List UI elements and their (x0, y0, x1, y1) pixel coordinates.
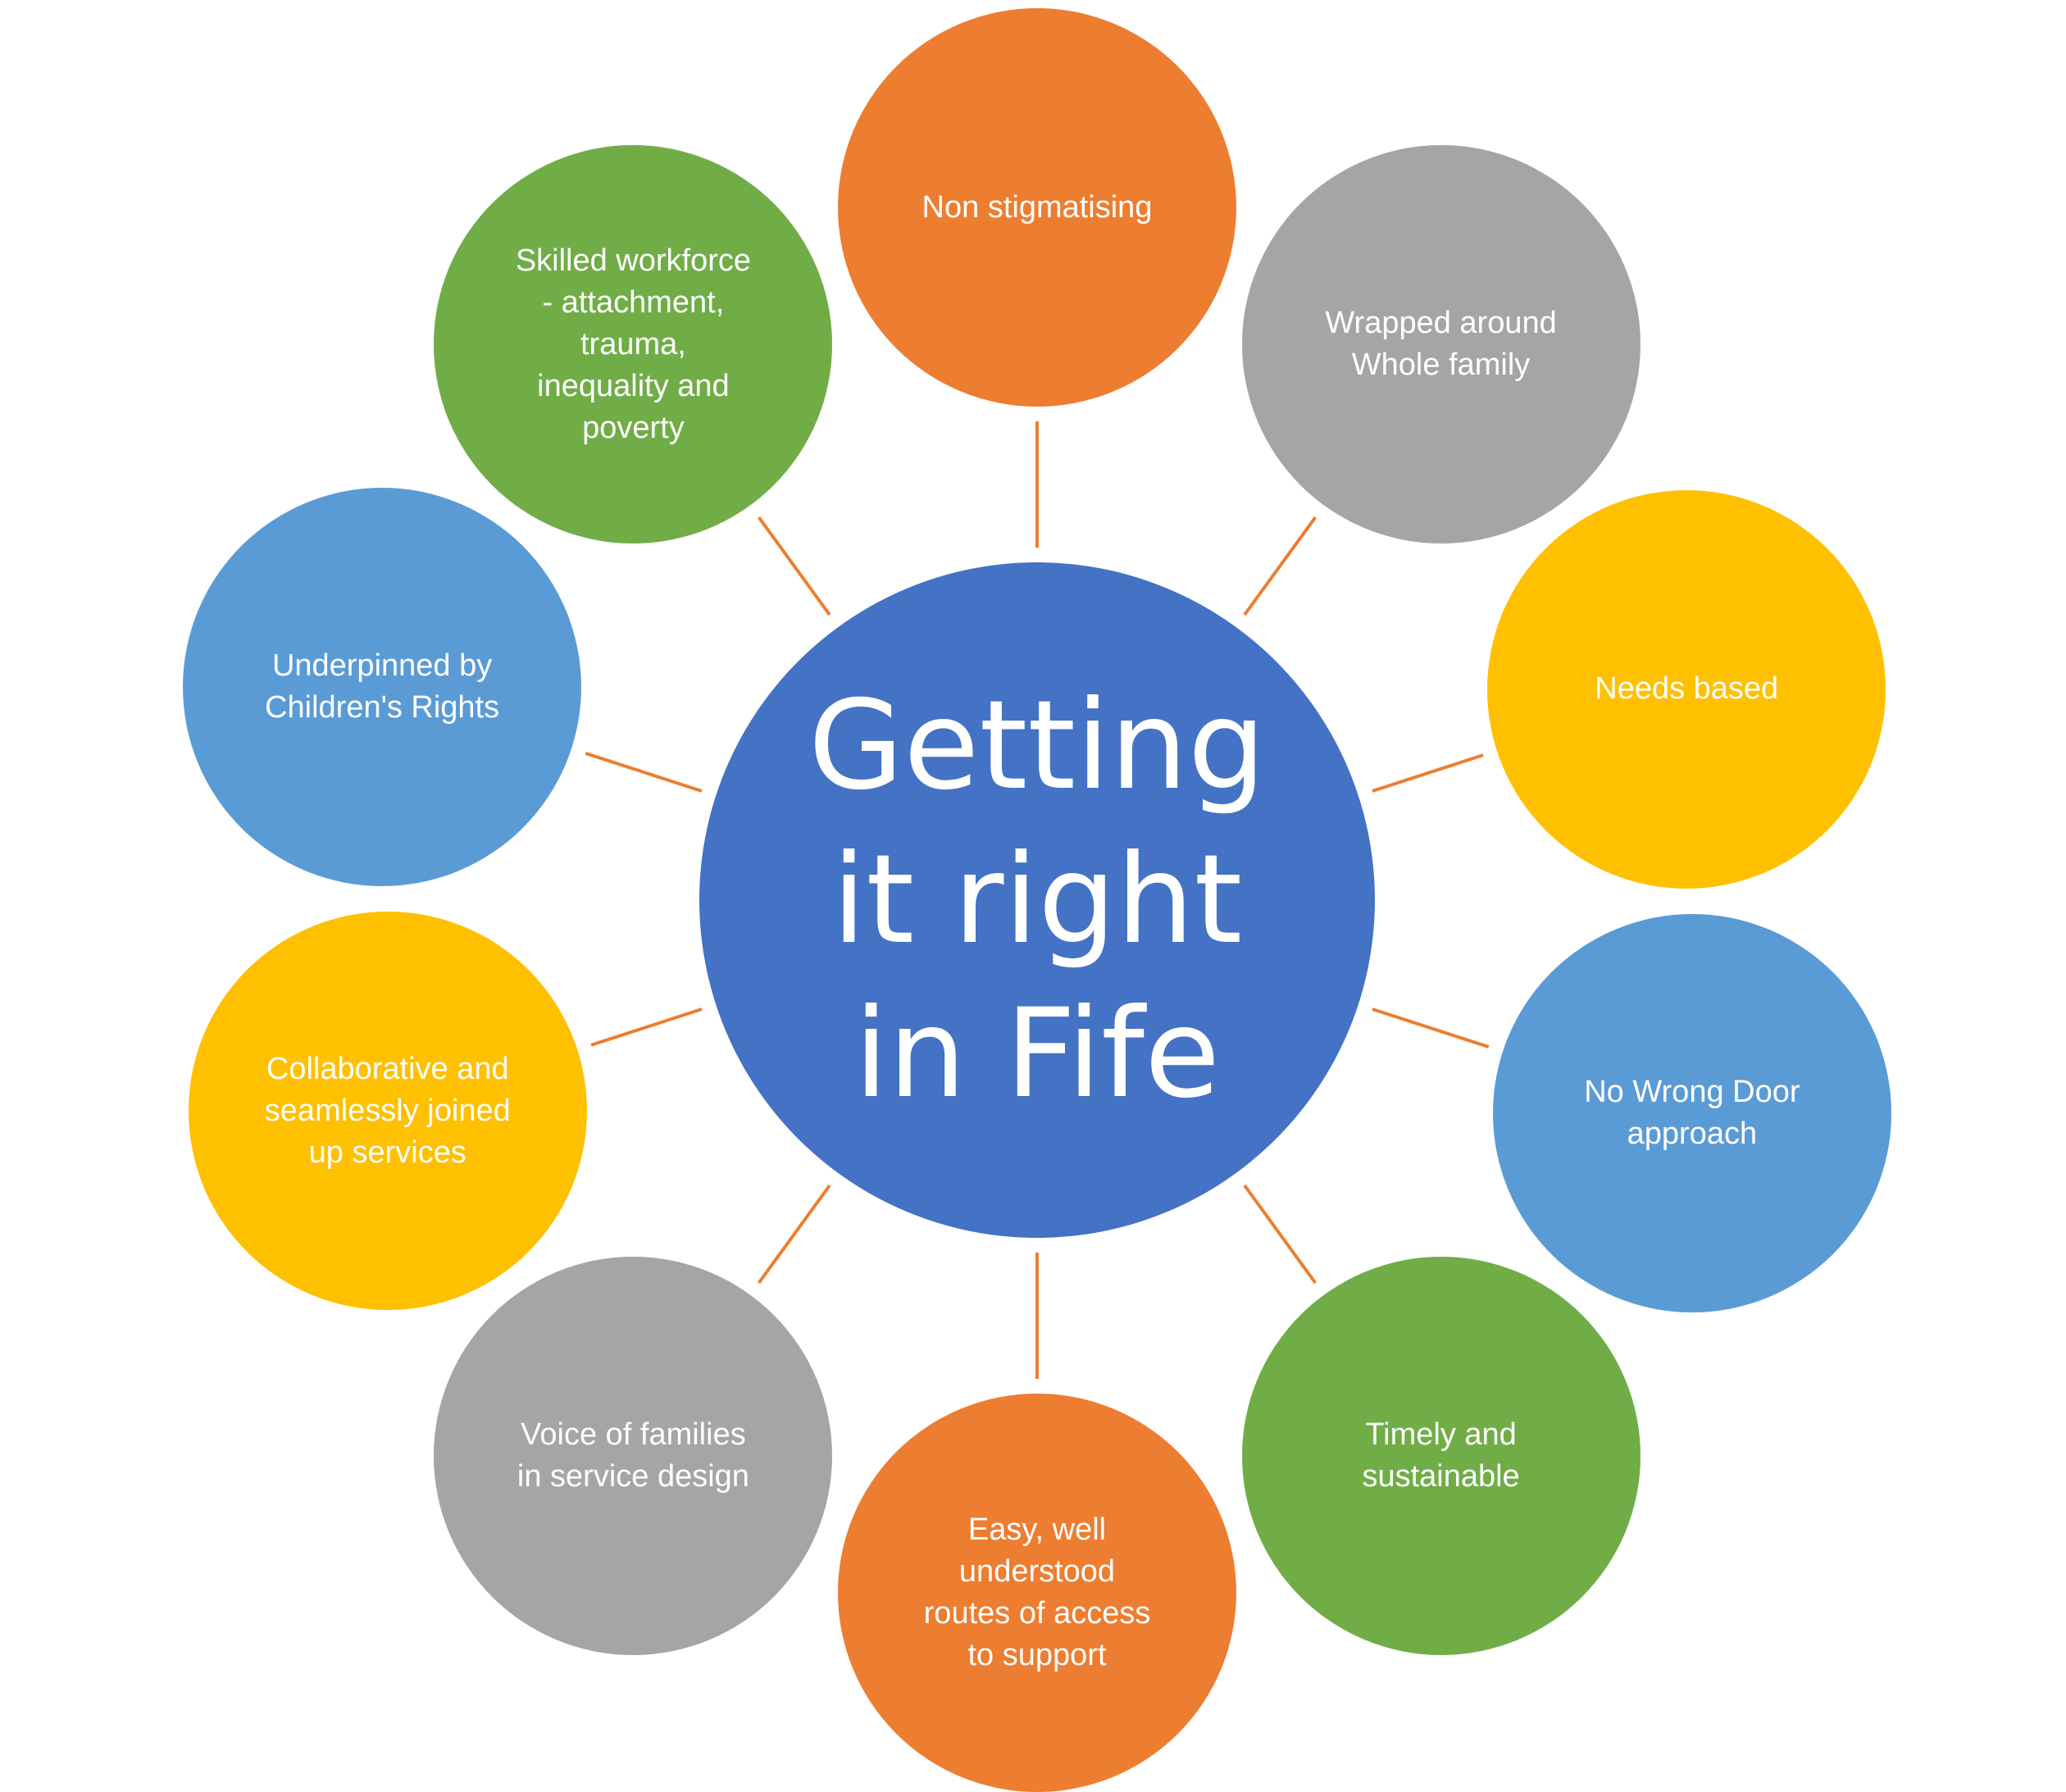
principle-label: Voice of families in service design (516, 1417, 749, 1494)
center-circle: Getting it right in Fife (699, 562, 1375, 1238)
principle-circle-non-stigmatising: Non stigmatising (838, 8, 1236, 407)
connector-line (1243, 1184, 1317, 1284)
connector-line (758, 1184, 831, 1284)
principle-circle-collaborative-services: Collaborative and seamlessly joined up s… (188, 912, 587, 1311)
principle-label: Easy, well understood routes of access t… (923, 1512, 1151, 1672)
principle-circle-wrapped-around-whole-family: Wrapped around Whole family (1241, 145, 1641, 544)
connector-line (590, 1007, 703, 1047)
principle-label: Needs based (1595, 671, 1779, 707)
principle-label: Underpinned by Children's Rights (265, 648, 500, 725)
principle-label: No Wrong Door approach (1584, 1074, 1800, 1151)
principle-circle-timely-and-sustainable: Timely and sustainable (1241, 1256, 1641, 1655)
principle-circle-voice-of-families: Voice of families in service design (434, 1256, 833, 1655)
principle-circle-no-wrong-door: No Wrong Door approach (1492, 913, 1891, 1312)
connector-line (1035, 1253, 1039, 1379)
principle-circle-easy-routes-of-access: Easy, well understood routes of access t… (838, 1394, 1236, 1792)
connector-line (1372, 753, 1484, 794)
center-title: Getting it right in Fife (808, 675, 1267, 1126)
connector-line (585, 752, 703, 794)
connector-line (1035, 421, 1039, 548)
principle-label: Collaborative and seamlessly joined up s… (264, 1051, 511, 1170)
connector-line (758, 516, 831, 616)
principle-circle-skilled-workforce: Skilled workforce - attachment, trauma, … (434, 145, 833, 544)
principle-label: Timely and sustainable (1362, 1417, 1520, 1494)
connector-line (1243, 516, 1317, 616)
principle-label: Skilled workforce - attachment, trauma, … (515, 243, 752, 445)
principle-label: Wrapped around Whole family (1325, 306, 1557, 383)
principle-label: Non stigmatising (922, 189, 1153, 225)
connector-line (1372, 1007, 1490, 1048)
principle-circle-childrens-rights: Underpinned by Children's Rights (183, 488, 582, 887)
principle-circle-needs-based: Needs based (1487, 489, 1886, 889)
